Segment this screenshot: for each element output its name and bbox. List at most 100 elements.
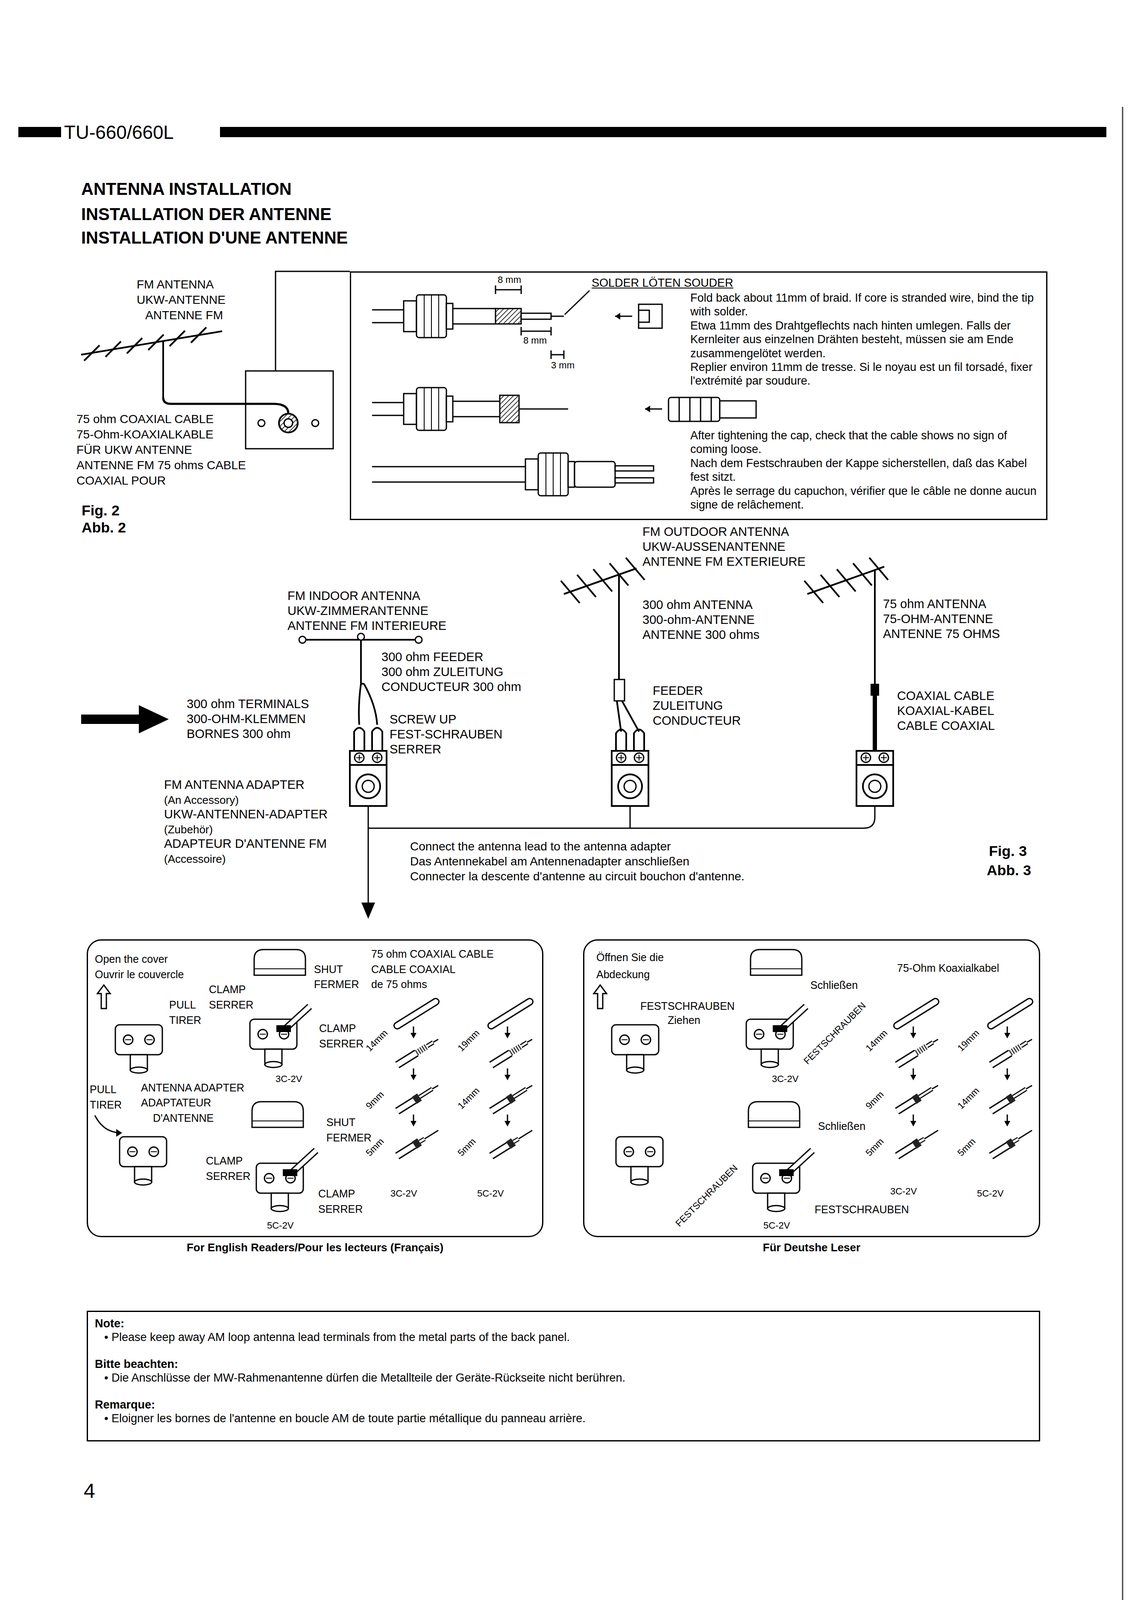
line-art	[349, 750, 387, 806]
line-art	[84, 345, 100, 361]
line-art	[668, 397, 720, 422]
callout-label: SERRER	[205, 1169, 251, 1182]
callout-label: SHUT	[313, 962, 344, 976]
line-art	[525, 452, 575, 496]
callout-label: SHUT	[326, 1115, 356, 1129]
callout-label: 5C-2V	[477, 1187, 504, 1199]
callout-label: CABLE COAXIAL	[897, 718, 995, 734]
callout-label: Das Antennekabel am Antennenadapter ansc…	[410, 853, 690, 869]
line-art	[910, 1026, 917, 1039]
callout-label: Öffnen Sie die	[596, 950, 664, 964]
line-art	[873, 569, 876, 693]
dimension-label: FESTSCHRAUBEN	[801, 999, 869, 1067]
line-art	[897, 1129, 939, 1156]
callout-label: (Accessoire)	[164, 852, 226, 866]
callout-label: UKW-ANTENNEN-ADAPTER	[164, 806, 328, 822]
line-art	[491, 1085, 533, 1111]
figure-label: INSTALLATION DER ANTENNE	[81, 203, 332, 225]
line-art	[504, 1067, 511, 1080]
line-art	[97, 984, 111, 1009]
callout-label: Ouvrir le couvercle	[94, 967, 184, 981]
line-art	[372, 309, 404, 323]
callout-label: Schließen	[810, 978, 858, 992]
callout-label: ANTENNE 300 ohms	[642, 627, 760, 643]
line-art	[645, 405, 651, 413]
line-art	[897, 1038, 939, 1065]
line-art	[249, 1005, 310, 1068]
callout-label: 75-OHM-ANTENNE	[882, 611, 994, 627]
line-art	[870, 683, 880, 696]
line-art	[593, 984, 607, 1009]
instruction-box: SOLDER LÖTEN SOUDERFold back about 11mm …	[349, 271, 1048, 520]
line-art	[991, 1085, 1033, 1111]
line-art	[397, 1085, 439, 1111]
box-text: Bitte beachten:	[94, 1356, 1031, 1371]
callout-label: ADAPTATEUR	[140, 1095, 212, 1109]
callout-label: FM ANTENNA ADAPTER	[164, 777, 305, 792]
line-art	[615, 312, 621, 320]
line-art	[551, 350, 564, 359]
panel-caption: For English Readers/Pour les lecteurs (F…	[86, 1240, 544, 1254]
line-art	[574, 461, 654, 487]
line-art	[81, 704, 169, 734]
box-text: Nach dem Festschrauben der Kappe sichers…	[690, 456, 1044, 484]
line-art	[616, 700, 640, 732]
callout-label: 300-OHM-KLEMMEN	[186, 711, 306, 727]
callout-label: 8 mm	[497, 274, 522, 286]
callout-label: FM ANTENNA	[136, 277, 214, 292]
line-art	[410, 1026, 417, 1039]
line-art	[746, 1005, 807, 1068]
line-art	[163, 397, 289, 414]
line-art	[991, 1129, 1033, 1156]
callout-label: 75-Ohm Koaxialkabel	[897, 961, 1000, 974]
callout-label: TU-660/660L	[64, 121, 174, 144]
dimension-label: 14mm	[363, 1027, 391, 1054]
line-art	[190, 327, 207, 343]
line-art	[491, 1129, 533, 1156]
line-art	[752, 1149, 813, 1212]
line-art	[611, 750, 649, 806]
line-art	[403, 387, 453, 431]
box-text: • Die Anschlüsse der MW-Rahmenantenne dü…	[94, 1370, 1031, 1385]
title: ANTENNA INSTALLATION	[81, 178, 292, 200]
callout-label: SERRER	[389, 741, 442, 757]
line-art	[368, 805, 875, 905]
line-art	[495, 285, 522, 294]
line-art	[504, 1026, 511, 1039]
dimension-label: 14mm	[455, 1085, 482, 1112]
text-column: SOLDER LÖTEN SOUDER	[591, 275, 806, 290]
callout-label: 5C-2V	[266, 1219, 294, 1231]
callout-label: SERRER	[319, 1036, 364, 1050]
callout-label: Connecter la descente d'antenne au circu…	[410, 868, 745, 884]
callout-label: 5C-2V	[976, 1187, 1004, 1199]
line-art	[397, 1001, 436, 1026]
line-art	[452, 308, 496, 324]
callout-label: FESTSCHRAUBEN	[814, 1202, 910, 1216]
text-column: For English Readers/Pour les lecteurs (F…	[86, 1240, 544, 1254]
line-art	[560, 580, 580, 603]
dimension-label: FESTSCHRAUBEN	[673, 1161, 740, 1229]
callout-label: FERMER	[326, 1130, 372, 1144]
callout-label: ZULEITUNG	[652, 697, 723, 713]
line-art	[105, 341, 121, 357]
callout-label: UKW-ZIMMERANTENNE	[287, 603, 429, 619]
callout-label: de 75 ohms	[371, 977, 428, 991]
line-art	[372, 402, 404, 416]
line-art	[1004, 1067, 1011, 1080]
line-art	[804, 580, 824, 603]
callout-label: CONDUCTEUR 300 ohm	[381, 679, 522, 695]
callout-label: FEST-SCHRAUBEN	[389, 726, 503, 742]
line-art	[491, 1001, 530, 1026]
callout-label: CLAMP	[208, 982, 246, 996]
box-text: Fold back about 11mm of braid. If core i…	[690, 290, 1044, 319]
line-art	[625, 557, 645, 580]
line-art	[593, 949, 813, 1212]
figure-label: Abb. 3	[986, 861, 1032, 879]
callout-label: 8 mm	[523, 334, 547, 347]
dimension-label: 19mm	[455, 1027, 482, 1054]
line-art	[856, 750, 894, 806]
line-art	[126, 337, 143, 354]
callout-label: UKW-ANTENNE	[136, 292, 226, 308]
line-art	[162, 340, 165, 398]
